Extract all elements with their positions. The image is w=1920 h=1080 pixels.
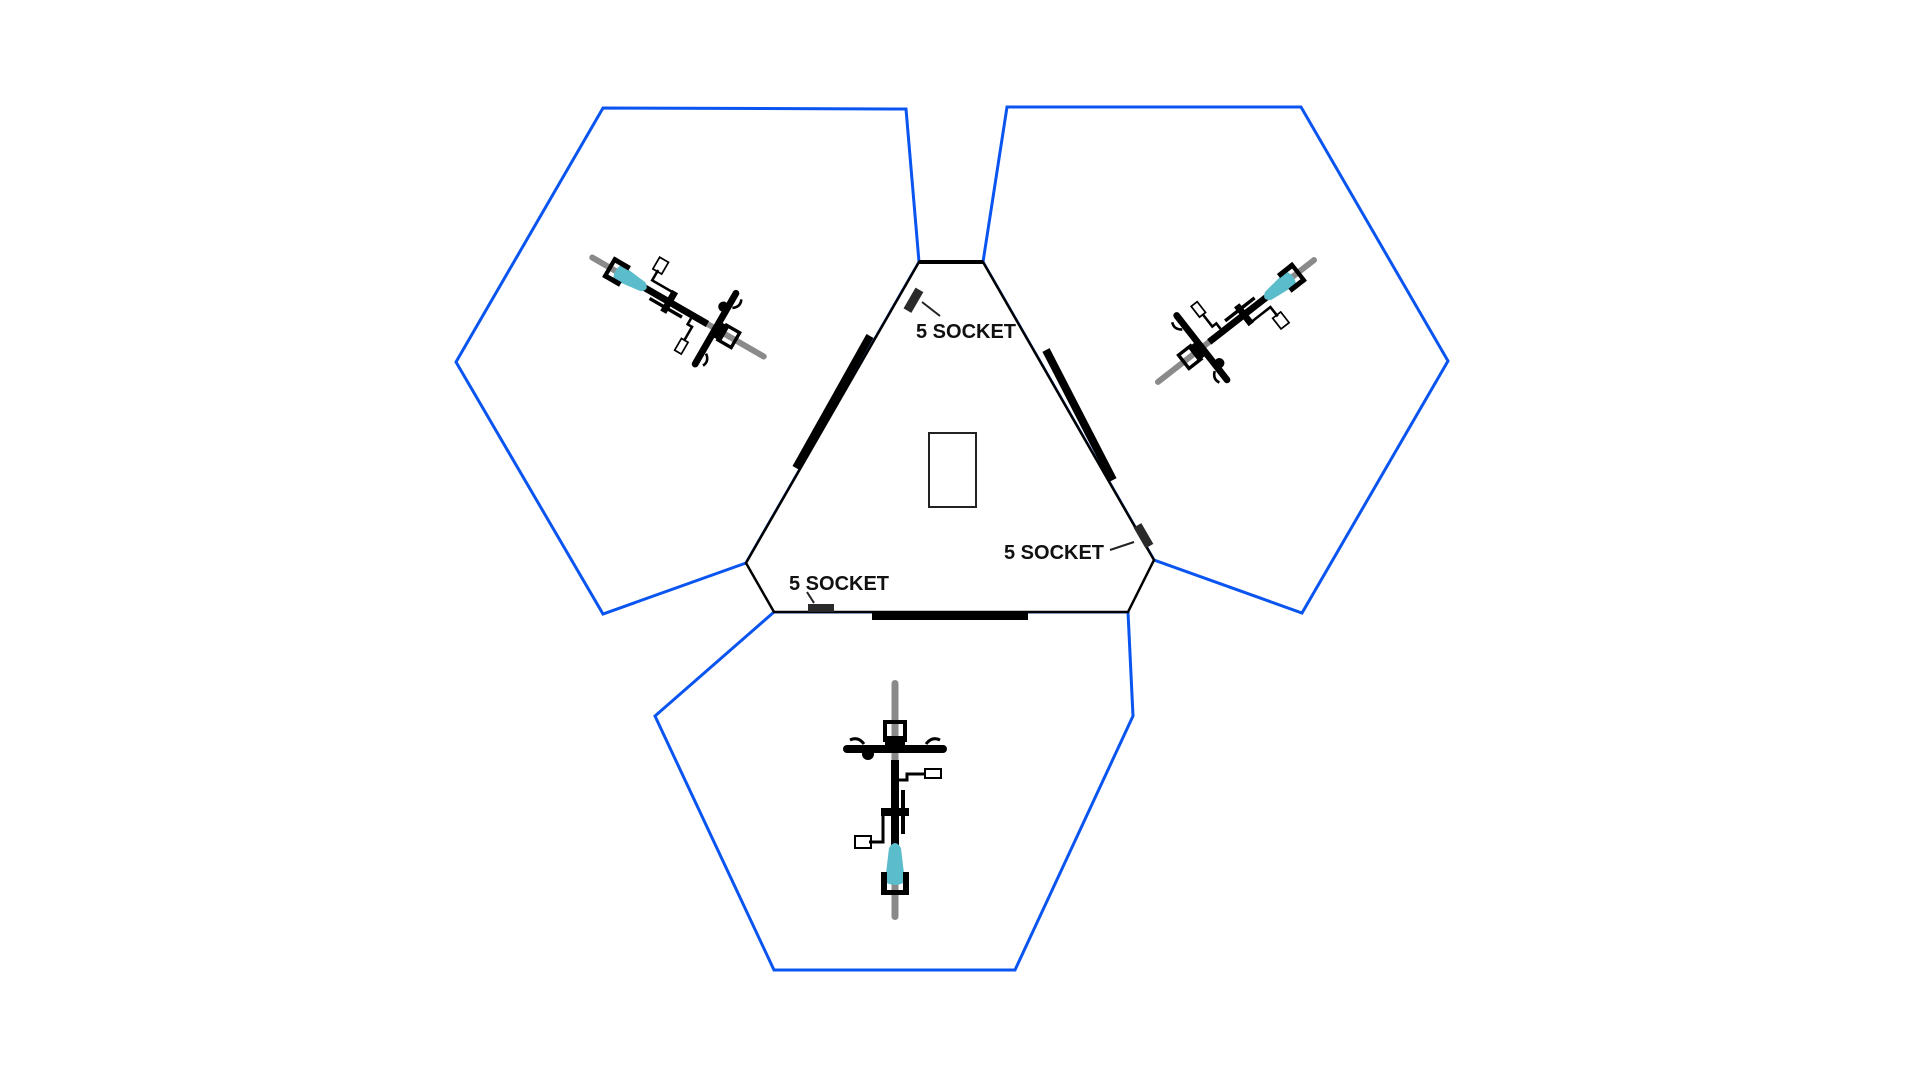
wall-bar-right — [1042, 348, 1117, 482]
socket-label: 5 SOCKET — [916, 321, 1016, 343]
socket-bottom: 5 SOCKET — [789, 573, 889, 612]
bicycle-icon — [1126, 221, 1346, 421]
center-box — [928, 432, 977, 508]
socket-right: 5 SOCKET — [1004, 523, 1154, 564]
bicycle-icon — [841, 678, 949, 922]
wall-bar-left — [792, 334, 874, 470]
wall-bar-bottom — [872, 612, 1028, 620]
socket-top: 5 SOCKET — [903, 287, 1016, 343]
socket-label: 5 SOCKET — [789, 573, 889, 595]
bicycle-icon — [565, 216, 791, 398]
socket-label: 5 SOCKET — [1004, 542, 1104, 564]
